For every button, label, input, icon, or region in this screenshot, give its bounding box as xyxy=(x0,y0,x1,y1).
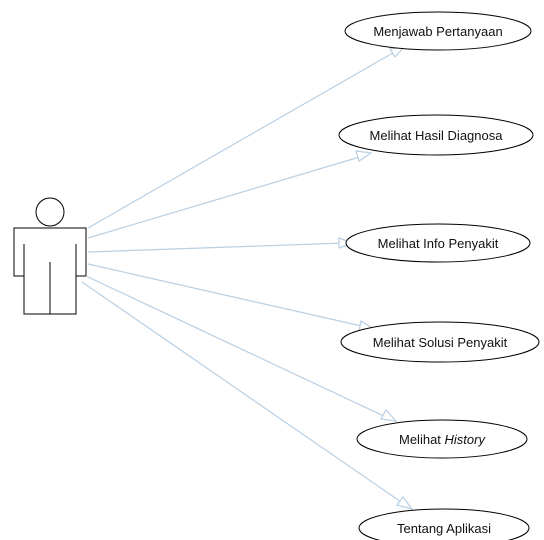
association-line-uc5 xyxy=(85,275,389,419)
use-case-ellipse xyxy=(340,321,540,363)
use-case-ellipse xyxy=(338,114,534,156)
use-case-label-plain: Melihat xyxy=(399,432,445,447)
use-case-melihat-history: Melihat History xyxy=(356,419,528,459)
use-case-melihat-hasil-diagnosa: Melihat Hasil Diagnosa xyxy=(338,114,534,156)
use-case-ellipse xyxy=(345,223,531,263)
use-case-label: Melihat Hasil Diagnosa xyxy=(370,128,504,143)
association-line-uc4 xyxy=(87,263,367,328)
use-case-ellipse xyxy=(344,11,532,51)
use-case-label: Melihat Solusi Penyakit xyxy=(373,335,508,350)
use-case-ellipse xyxy=(356,419,528,459)
use-case-label: Melihat Info Penyakit xyxy=(378,236,499,251)
association-line-uc1 xyxy=(87,49,399,229)
use-case-label-italic: History xyxy=(445,432,487,447)
actor-icon xyxy=(13,197,87,315)
association-line-uc3 xyxy=(87,242,345,253)
use-case-tentang-aplikasi: Tentang Aplikasi xyxy=(358,508,530,540)
use-case-label: Menjawab Pertanyaan xyxy=(373,24,502,39)
actor-head xyxy=(35,197,65,227)
use-case-label: Melihat History xyxy=(399,432,486,447)
arrowhead-uc6 xyxy=(395,496,414,511)
association-line-uc2 xyxy=(87,155,364,239)
use-case-ellipse xyxy=(358,508,530,540)
arrowhead-uc5 xyxy=(380,408,398,422)
arrowhead-uc2 xyxy=(355,150,373,162)
use-case-melihat-info-penyakit: Melihat Info Penyakit xyxy=(345,223,531,263)
use-case-melihat-solusi-penyakit: Melihat Solusi Penyakit xyxy=(340,321,540,363)
use-case-label: Tentang Aplikasi xyxy=(397,521,491,536)
use-case-menjawab-pertanyaan: Menjawab Pertanyaan xyxy=(344,11,532,51)
association-line-uc6 xyxy=(81,281,405,505)
